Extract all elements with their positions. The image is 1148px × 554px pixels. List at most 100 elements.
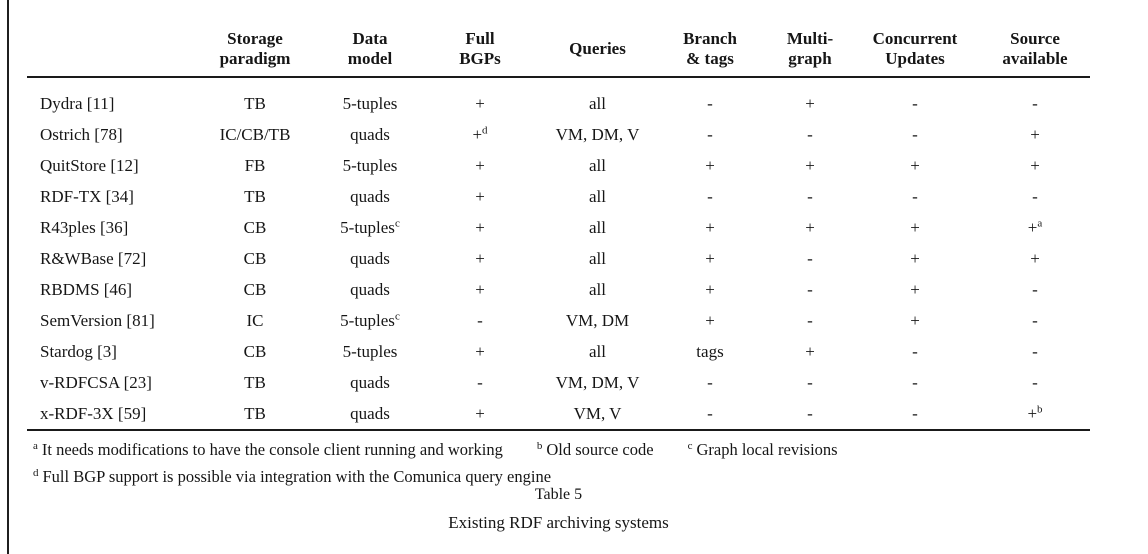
cell-text: quads xyxy=(350,186,390,206)
column-header-source-available: Source available xyxy=(980,22,1090,78)
cell-superscript: d xyxy=(482,123,488,136)
cell-text: + xyxy=(705,279,715,299)
cell-text: all xyxy=(589,217,606,237)
table-cell: - xyxy=(980,181,1090,212)
cell-text: IC xyxy=(246,310,264,330)
table-cell: - xyxy=(770,367,850,398)
cell-text: quads xyxy=(350,124,390,144)
cell-text: + xyxy=(1030,155,1040,175)
cell-text: all xyxy=(589,248,606,268)
cell-text: - xyxy=(707,124,713,144)
table-cell: - xyxy=(770,305,850,336)
table-cell: TB xyxy=(185,367,325,398)
table-cell: all xyxy=(545,77,650,119)
header-line: BGPs xyxy=(459,49,501,68)
header-line: available xyxy=(1002,49,1068,68)
table-cell: quads xyxy=(325,367,415,398)
table-cell: - xyxy=(770,119,850,150)
table-cell: 5-tuples xyxy=(325,336,415,367)
table-cell: VM, DM, V xyxy=(545,367,650,398)
column-header-full-bgps: Full BGPs xyxy=(415,22,545,78)
cell-text: + xyxy=(475,248,485,268)
cell-text: + xyxy=(910,310,920,330)
table-cell: + xyxy=(770,77,850,119)
cell-text: all xyxy=(589,341,606,361)
table-cell: quads xyxy=(325,274,415,305)
table-cell: quads xyxy=(325,398,415,430)
table-cell: CB xyxy=(185,336,325,367)
footnote-text: Graph local revisions xyxy=(696,440,838,459)
cell-superscript: c xyxy=(394,309,400,322)
header-line: Concurrent xyxy=(872,29,958,48)
header-line: model xyxy=(347,49,393,68)
column-header-system xyxy=(27,22,185,78)
table-cell: VM, DM xyxy=(545,305,650,336)
cell-text: - xyxy=(912,372,918,392)
cell-text: VM, DM xyxy=(565,310,630,330)
table-cell: - xyxy=(770,243,850,274)
table-cell: all xyxy=(545,181,650,212)
table-cell: + xyxy=(980,150,1090,181)
table-cell: + xyxy=(415,181,545,212)
table-cell: CB xyxy=(185,274,325,305)
cell-text: 5-tuples xyxy=(342,341,398,361)
table-cell: IC/CB/TB xyxy=(185,119,325,150)
table-cell: + xyxy=(850,305,980,336)
cell-text: quads xyxy=(350,248,390,268)
cell-text: CB xyxy=(243,248,267,268)
cell-text: - xyxy=(1032,186,1038,206)
cell-text: - xyxy=(707,93,713,113)
cell-text: + xyxy=(472,124,483,144)
column-header-concurrent-updates: Concurrent Updates xyxy=(850,22,980,78)
column-header-data-model: Data model xyxy=(325,22,415,78)
table-cell: CB xyxy=(185,212,325,243)
table-cell: quads xyxy=(325,243,415,274)
cell-text: - xyxy=(1032,93,1038,113)
cell-text: TB xyxy=(244,403,266,423)
table-cell: all xyxy=(545,274,650,305)
cell-text: - xyxy=(707,403,713,423)
table-cell: + xyxy=(650,243,770,274)
header-line: Queries xyxy=(569,39,626,58)
table-cell: - xyxy=(980,77,1090,119)
table-cell: 5-tuples xyxy=(325,77,415,119)
table-cell: - xyxy=(980,336,1090,367)
cell-text: - xyxy=(912,186,918,206)
header-line: Storage xyxy=(227,29,283,48)
cell-text: - xyxy=(807,403,813,423)
cell-text: VM, DM, V xyxy=(555,372,640,392)
cell-text: 5-tuples xyxy=(340,310,395,330)
cell-text: - xyxy=(1032,279,1038,299)
table-cell: + xyxy=(650,274,770,305)
table-cell: all xyxy=(545,212,650,243)
cell-text: + xyxy=(910,217,920,237)
cell-text: + xyxy=(805,93,815,113)
cell-text: + xyxy=(475,217,485,237)
table-cell: - xyxy=(415,305,545,336)
cell-text: - xyxy=(807,279,813,299)
system-name-cell: v-RDFCSA [23] xyxy=(40,372,152,392)
footnote-marker: b xyxy=(536,439,543,452)
system-name-cell: Ostrich [78] xyxy=(40,124,123,144)
cell-text: + xyxy=(805,155,815,175)
table-cell: - xyxy=(850,119,980,150)
table-cell: + xyxy=(650,305,770,336)
cell-text: - xyxy=(707,186,713,206)
cell-text: + xyxy=(1027,403,1038,423)
header-line: & tags xyxy=(686,49,734,68)
cell-text: + xyxy=(475,186,485,206)
cell-text: - xyxy=(912,124,918,144)
system-name-cell: RDF-TX [34] xyxy=(40,186,134,206)
table-cell: - xyxy=(850,336,980,367)
cell-text: - xyxy=(707,372,713,392)
table-cell: + xyxy=(415,398,545,430)
header-line: Full xyxy=(465,29,495,48)
